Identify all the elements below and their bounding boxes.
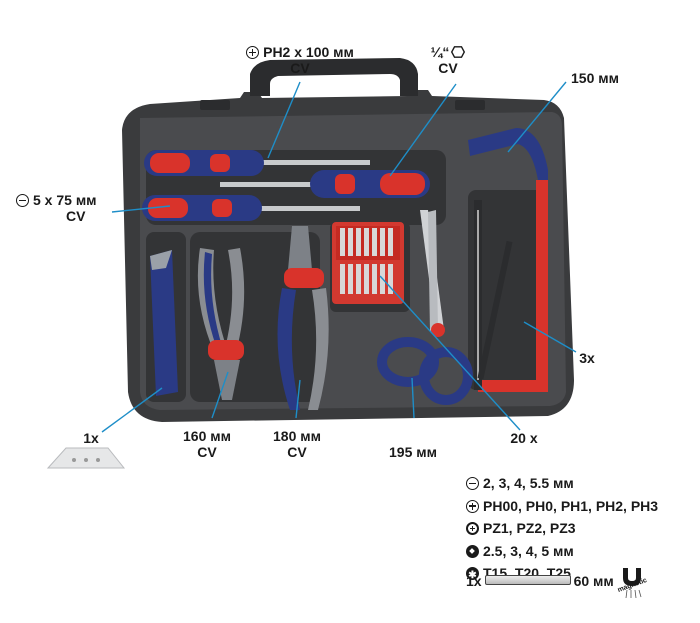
list-item: PH00, PH0, PH1, PH2, PH3 bbox=[466, 495, 658, 518]
label-scissors: 195 мм bbox=[389, 444, 437, 460]
label-bit-holder: ¼“ CV bbox=[418, 44, 478, 76]
label-pliers: 180 мм CV bbox=[273, 428, 321, 460]
label-knife-blades: 1x bbox=[83, 430, 99, 446]
spare-blade-image bbox=[46, 447, 126, 469]
combination-pliers bbox=[277, 226, 329, 410]
screwdriver-bit-holder bbox=[220, 170, 430, 198]
magnetic-badge: magnetic bbox=[617, 566, 648, 600]
label-hacksaw: 150 мм bbox=[571, 70, 619, 86]
scissors bbox=[377, 210, 473, 405]
label-bits-count: 20 x bbox=[510, 430, 538, 446]
label-side-cutter: 160 мм CV bbox=[183, 428, 231, 460]
extension-icon bbox=[484, 575, 571, 585]
pozidriv-icon bbox=[466, 522, 479, 535]
phillips-icon bbox=[246, 46, 260, 59]
torx-icon bbox=[466, 565, 479, 588]
hex-icon bbox=[466, 544, 479, 558]
list-item: PZ1, PZ2, PZ3 bbox=[466, 517, 658, 540]
label-saw-blades: 3x bbox=[579, 350, 595, 366]
slotted-icon bbox=[466, 477, 479, 490]
screwdriver-phillips bbox=[144, 150, 370, 176]
case-handle bbox=[250, 58, 418, 96]
leader-lines bbox=[101, 81, 577, 433]
list-item: 2, 3, 4, 5.5 мм bbox=[466, 472, 658, 495]
list-item: 2.5, 3, 4, 5 мм bbox=[466, 540, 658, 563]
label-phillips-driver: PH2 x 100 мм CV bbox=[230, 44, 370, 76]
side-cutter bbox=[197, 248, 245, 400]
hexagon-icon bbox=[451, 46, 466, 58]
magnet-icon bbox=[623, 568, 642, 599]
screwdriver-flat bbox=[142, 195, 360, 221]
phillips-icon bbox=[466, 499, 479, 513]
hacksaw bbox=[468, 128, 548, 392]
bit-box bbox=[332, 222, 404, 304]
label-flat-driver: 5 x 75 мм CV bbox=[16, 192, 124, 224]
slotted-icon bbox=[16, 194, 29, 207]
utility-knife bbox=[150, 250, 178, 396]
